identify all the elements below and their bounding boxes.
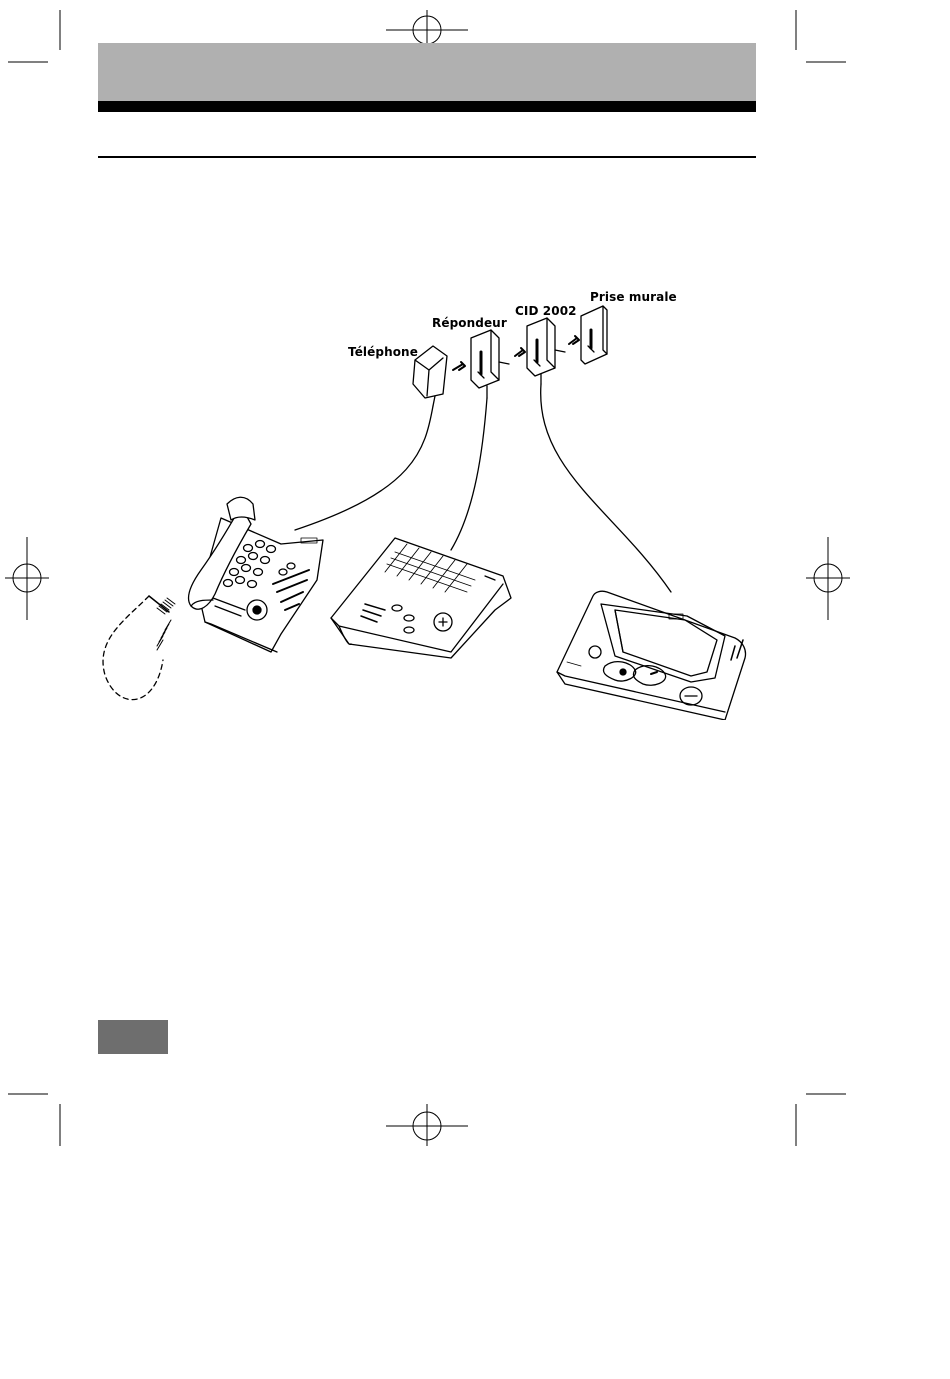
answering-machine-icon [331, 538, 511, 658]
caller-id-display-icon [557, 591, 746, 720]
telephone-label: Téléphone [348, 345, 418, 359]
answering-machine-cable [451, 398, 487, 550]
page-number-tab [98, 1020, 168, 1054]
answering-machine-label: Répondeur [432, 316, 507, 330]
header-band [98, 43, 756, 101]
wall-socket-label: Prise murale [590, 290, 677, 304]
telephone-plug-icon [413, 346, 447, 406]
cid-plug-icon [527, 318, 565, 384]
telephone-icon [103, 497, 323, 699]
header-rule [98, 156, 756, 158]
connection-diagram [95, 280, 765, 720]
cid-label: CID 2002 [515, 304, 577, 318]
cid-cable [541, 384, 671, 592]
header-bar [98, 101, 756, 112]
registration-mark-right [806, 537, 850, 620]
telephone-cable [295, 406, 433, 530]
registration-mark-bottom [386, 1104, 468, 1146]
wall-socket-icon [581, 306, 607, 364]
answering-machine-plug-icon [471, 330, 509, 398]
registration-mark-left [5, 537, 49, 620]
